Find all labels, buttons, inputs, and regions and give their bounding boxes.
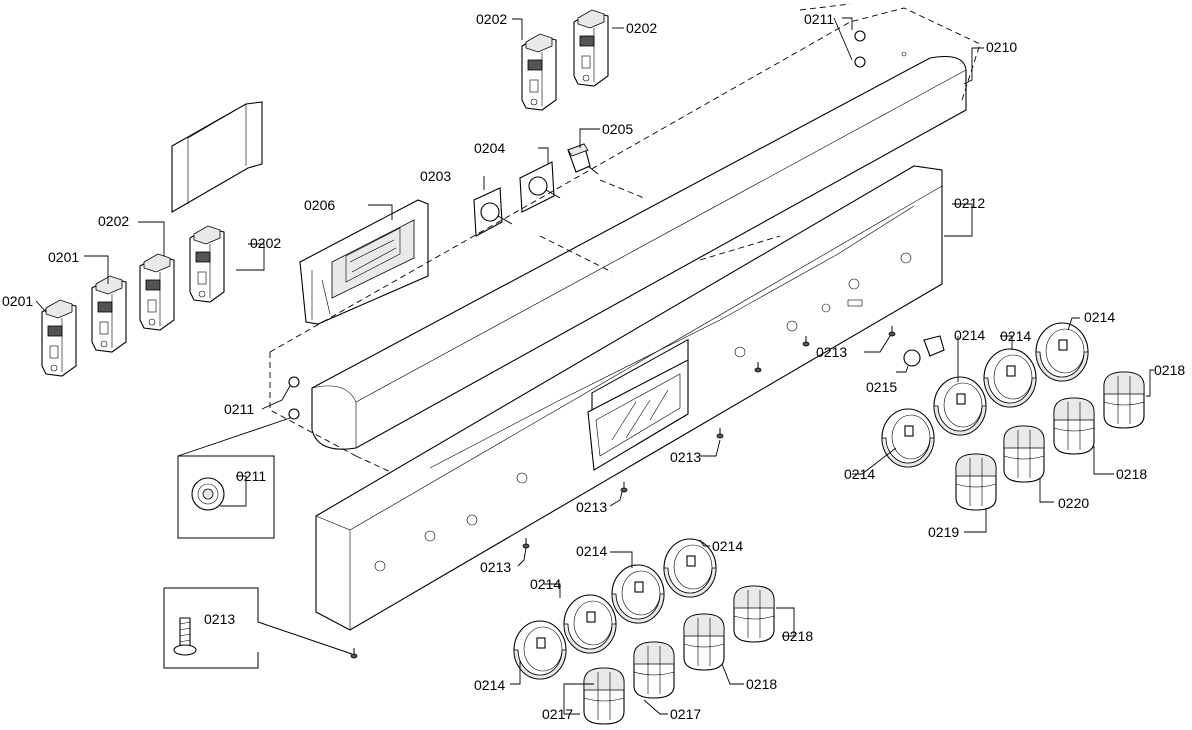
callout-label: 0215 [866,379,897,395]
callout-label: 0218 [782,628,813,644]
knob-0219 [955,453,997,511]
callout-label: 0213 [576,499,607,515]
callout-label: 0214 [712,538,743,554]
bracket-panel [171,101,263,213]
callout-label: 0213 [480,559,511,575]
callout-label: 0203 [420,168,451,184]
callout-label: 0201 [2,293,33,309]
callout-label: 0211 [804,11,834,27]
callout-label: 0214 [1000,328,1031,344]
display-window [587,359,689,471]
leader-lines [35,17,1154,715]
callout-label: 0202 [626,20,657,36]
callout-label: 0214 [530,576,561,592]
callout-label: 0214 [1084,309,1115,325]
callout-label: 0204 [474,140,505,156]
callout-label: 0218 [1116,466,1147,482]
callout-label: 0202 [250,235,281,251]
callout-label: 0217 [670,706,701,722]
switch-0203 [473,187,513,237]
inset-box-screw [164,587,353,655]
knob-0220 [1003,425,1045,483]
callout-label: 0213 [816,344,847,360]
callout-label: 0213 [204,611,235,627]
callout-label: 0210 [986,39,1017,55]
callout-label: 0213 [670,449,701,465]
display-board [299,199,429,325]
switch-0205 [567,143,599,175]
callout-label: 0211 [224,401,254,417]
nut-detail [191,477,225,511]
knob-0217 [583,641,675,725]
screw-detail [173,617,197,656]
callout-label: 0214 [576,543,607,559]
callout-label: 0218 [746,676,777,692]
inset-box-nut [177,455,275,539]
callout-label: 0214 [954,327,985,343]
callout-label: 0206 [304,197,335,213]
callout-label: 0214 [474,677,505,693]
trim-bar [311,51,967,450]
nut-0211 [288,30,866,420]
callout-label: 0205 [602,121,633,137]
callout-label: 0214 [844,466,875,482]
callout-label: 0202 [476,11,507,27]
dashed-outline [269,7,981,457]
callout-label: 0212 [954,195,985,211]
callout-label: 0220 [1058,495,1089,511]
callout-label: 0202 [98,213,129,229]
callout-label: 0217 [542,706,573,722]
callout-label: 0201 [48,249,79,265]
switch-0204 [519,161,561,213]
callout-label: 0211 [236,468,266,484]
valve-group-top [521,9,609,111]
callout-label: 0218 [1154,362,1185,378]
callout-label: 0219 [928,524,959,540]
part-0215 [903,335,945,367]
callout-labels: 0201 0201 0202 0202 0202 0202 0203 0204 … [2,11,1185,722]
